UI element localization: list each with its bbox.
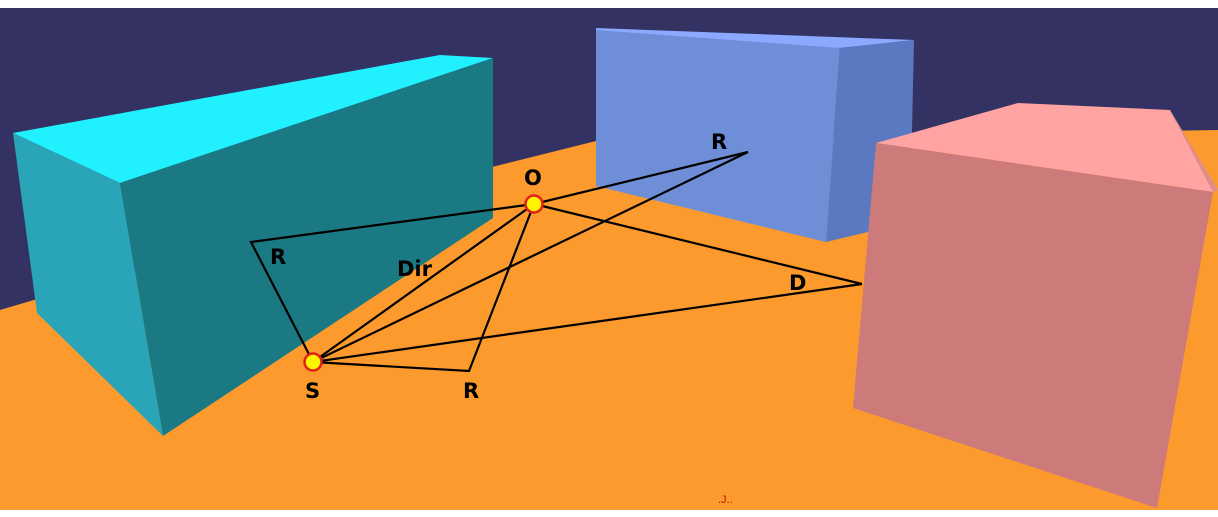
sample-point (303, 352, 323, 372)
direction-label: Dir (397, 257, 433, 281)
origin-to-top-right-ray (533, 150, 749, 206)
blue-box-front (596, 30, 840, 242)
sample-to-top-right-ray (312, 151, 749, 363)
ray-left-label: R (270, 245, 286, 269)
pink-box-front (853, 143, 1213, 508)
footer-mark: .J.. (718, 494, 733, 506)
direction-line (312, 203, 535, 363)
ray-top-right-label: R (711, 130, 727, 154)
image-border-bottom (0, 510, 1218, 517)
left-ray-triangle (249, 202, 535, 363)
ray-diagram-lines (249, 150, 863, 373)
bottom-ray-triangle (312, 203, 536, 373)
pink-box-top (876, 103, 1213, 192)
cyan-box-front (13, 133, 163, 436)
sample-to-distance-point (312, 282, 863, 364)
pink-box-right-face (1170, 110, 1218, 192)
origin-to-distance-point (533, 202, 863, 286)
cyan-box-top (13, 55, 493, 183)
origin-point (524, 194, 544, 214)
sample-label: S (305, 379, 320, 403)
cyan-box-side (120, 58, 493, 436)
origin-label: O (524, 166, 542, 190)
blue-box-top (596, 28, 914, 48)
distance-label: D (789, 271, 806, 295)
cyan-box (13, 55, 493, 436)
image-border-top (0, 0, 1218, 8)
ray-bottom-label: R (463, 379, 479, 403)
pink-box (853, 103, 1218, 508)
